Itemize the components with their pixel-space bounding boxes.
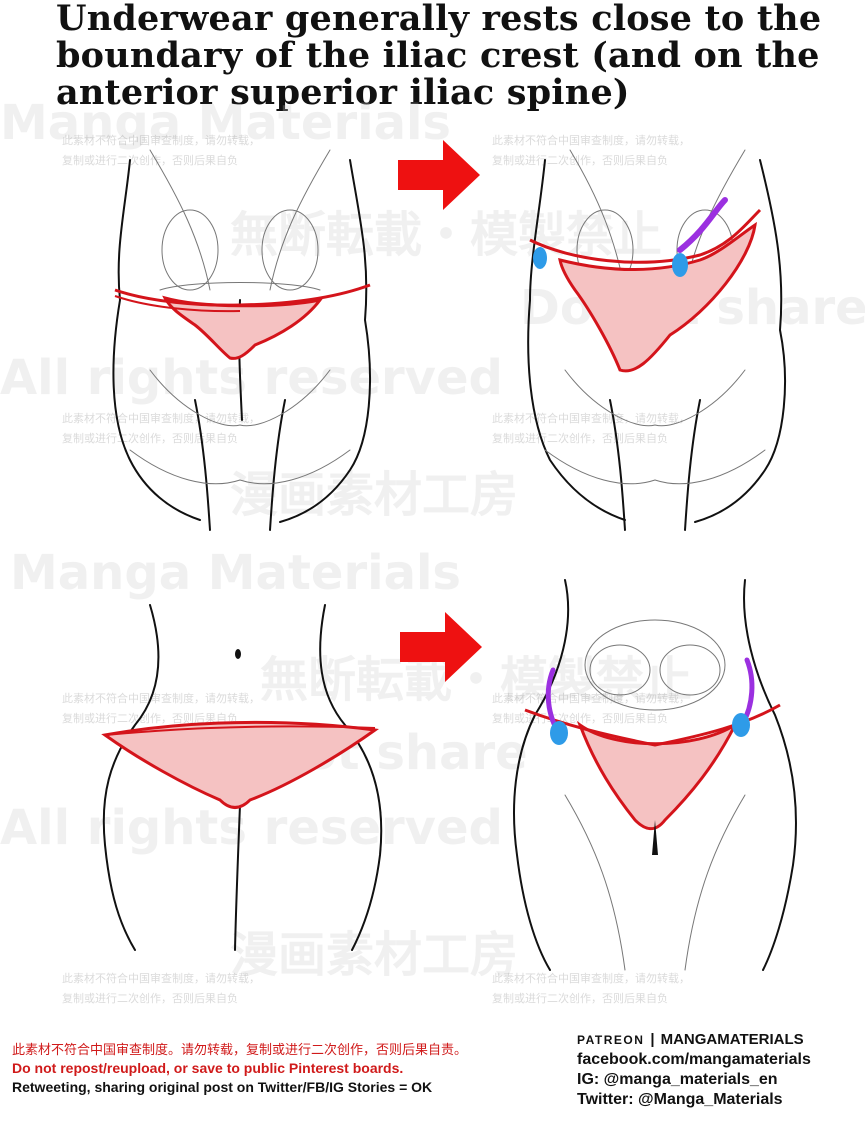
patreon-name[interactable]: MANGAMATERIALS	[660, 1031, 804, 1048]
iliac-crest-marker	[740, 657, 755, 726]
underwear-shape	[101, 720, 379, 809]
title-line-2: boundary of the iliac crest (and on the	[56, 35, 820, 76]
illustration-back-view-marked	[527, 149, 786, 531]
patreon-logo: PATREON	[577, 1033, 645, 1047]
patreon-row: PATREON | MANGAMATERIALS	[577, 1030, 862, 1050]
spine-marker	[672, 253, 688, 277]
page-title: Underwear generally rests close to the b…	[56, 0, 856, 111]
instagram-link[interactable]: IG: @manga_materials_en	[577, 1071, 778, 1088]
underwear-shape	[162, 295, 324, 360]
spine-marker	[732, 713, 750, 737]
footer-notice: 此素材不符合中国审查制度。请勿转载，复制或进行二次创作，否则后果自责。 Do n…	[12, 1040, 552, 1097]
watermark-text: Manga Materials	[10, 545, 461, 601]
illustration-front-view-marked	[513, 579, 797, 971]
repost-warning: Do not repost/reupload, or save to publi…	[12, 1060, 404, 1076]
right-arrow-icon	[400, 612, 482, 682]
underwear-shape	[558, 221, 757, 373]
navel-mark	[235, 649, 241, 659]
iliac-crest-marker	[677, 197, 728, 253]
social-links: PATREON | MANGAMATERIALS facebook.com/ma…	[577, 1030, 862, 1110]
spine-marker	[550, 721, 568, 745]
illustration-front-view	[101, 604, 383, 951]
watermark-small: 复制或进行二次创作，否则后果自负	[62, 992, 238, 1005]
divider: |	[650, 1031, 655, 1048]
right-arrow-icon	[398, 140, 480, 210]
facebook-link[interactable]: facebook.com/mangamaterials	[577, 1051, 811, 1068]
title-line-1: Underwear generally rests close to the	[56, 0, 822, 39]
illustration-back-view	[112, 149, 371, 531]
spine-marker	[533, 247, 547, 269]
watermark-small: 此素材不符合中国审查制度，请勿转载，	[62, 972, 260, 985]
watermark-small: 复制或进行二次创作，否则后果自负	[492, 992, 668, 1005]
twitter-link[interactable]: Twitter: @Manga_Materials	[577, 1091, 783, 1108]
title-line-3: anterior superior iliac spine)	[56, 72, 630, 113]
underwear-shape	[576, 720, 739, 831]
sharing-ok-text: Retweeting, sharing original post on Twi…	[12, 1079, 433, 1095]
chinese-notice: 此素材不符合中国审查制度。请勿转载，复制或进行二次创作，否则后果自责。	[12, 1042, 468, 1057]
